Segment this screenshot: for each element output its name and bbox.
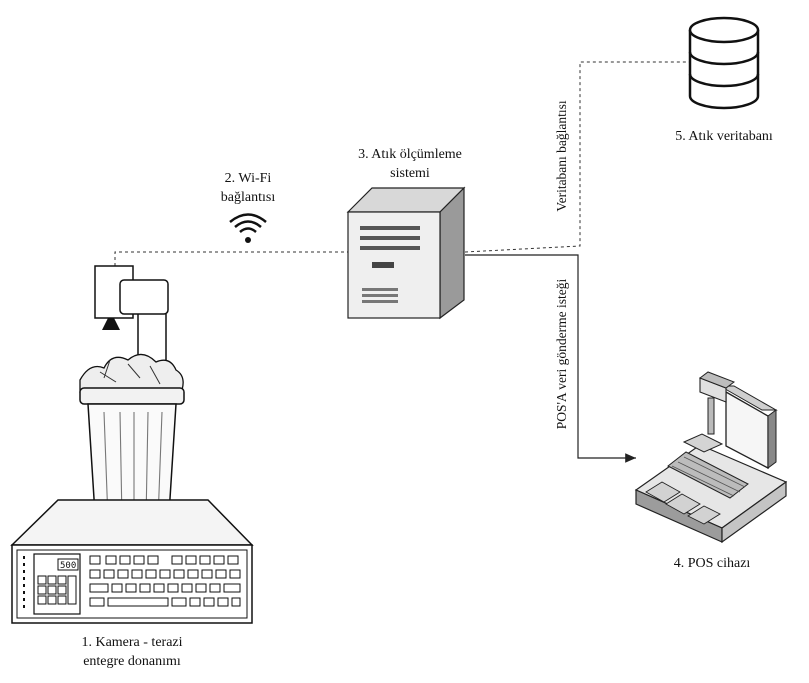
- wifi-connection-line: [114, 251, 360, 266]
- pos-device-icon: [634, 371, 788, 544]
- trash-bin-icon: [79, 353, 185, 531]
- scale-icon: 500: [10, 499, 254, 624]
- database-icon: [688, 16, 760, 110]
- pos-request-label: POS'A veri gönderme isteği: [554, 278, 569, 429]
- camera-scale-label-line2: entegre donanımı: [83, 654, 181, 669]
- database-label: 5. Atık veritabanı: [675, 129, 773, 144]
- camera-scale-label-line1: 1. Kamera - terazi: [81, 635, 182, 650]
- system-label-line2: sistemi: [390, 166, 430, 181]
- pos-request-line: [465, 254, 636, 463]
- wifi-icon: [229, 213, 267, 243]
- wifi-label-line2: bağlantısı: [221, 190, 276, 205]
- db-connection-label: Veritabanı bağlantısı: [554, 100, 569, 212]
- camera-icon: [94, 265, 169, 372]
- system-label-line1: 3. Atık ölçümleme: [358, 147, 462, 162]
- wifi-label-line1: 2. Wi-Fi: [225, 171, 272, 186]
- scale-display-value: 500: [60, 561, 76, 571]
- pos-label: 4. POS cihazı: [674, 556, 751, 571]
- db-connection-line: [464, 61, 690, 253]
- server-icon: [346, 186, 466, 320]
